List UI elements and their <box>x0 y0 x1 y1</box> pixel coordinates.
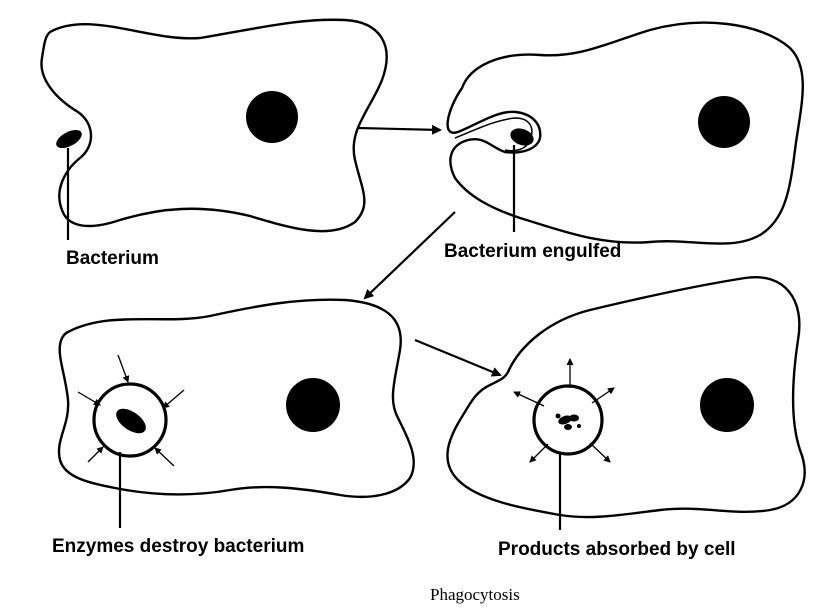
stage-3-enzyme-arrows <box>77 354 185 467</box>
stage-2-cell <box>446 21 804 245</box>
stage-4-cell <box>446 275 806 519</box>
stage-1-bacterium <box>56 129 82 149</box>
stage-2-nucleus <box>698 96 750 148</box>
stage-4-nucleus <box>700 378 754 432</box>
stage-1-cell <box>40 18 388 233</box>
stage-1-cell-group: Bacterium <box>40 18 388 269</box>
stage-1-nucleus <box>246 91 298 143</box>
arrow-stage1-to-stage2 <box>357 124 442 135</box>
arrow-stage2-to-stage3 <box>363 211 456 300</box>
stage-3-cell-group: Enzymes destroy bacterium <box>52 298 415 557</box>
label-bacterium-engulfed: Bacterium engulfed <box>444 241 621 262</box>
label-products-absorbed-by-cell: Products absorbed by cell <box>498 539 736 560</box>
figure-caption: Phagocytosis <box>430 585 520 604</box>
stage-4-cell-group: Products absorbed by cell <box>446 275 806 560</box>
stage-2-cell-group: Bacterium engulfed <box>444 21 804 262</box>
stage-3-nucleus <box>286 378 340 432</box>
label-enzymes-destroy-bacterium: Enzymes destroy bacterium <box>52 536 304 557</box>
stage-2-pseudopod-inner <box>454 117 533 152</box>
stage-4-outward-arrows <box>513 358 615 463</box>
arrow-stage3-to-stage4 <box>414 338 502 377</box>
label-bacterium: Bacterium <box>66 248 159 269</box>
stage-2-bacterium <box>510 128 534 146</box>
stage-4-bacterium-fragments <box>555 413 581 430</box>
stage-3-bacterium <box>116 408 146 434</box>
